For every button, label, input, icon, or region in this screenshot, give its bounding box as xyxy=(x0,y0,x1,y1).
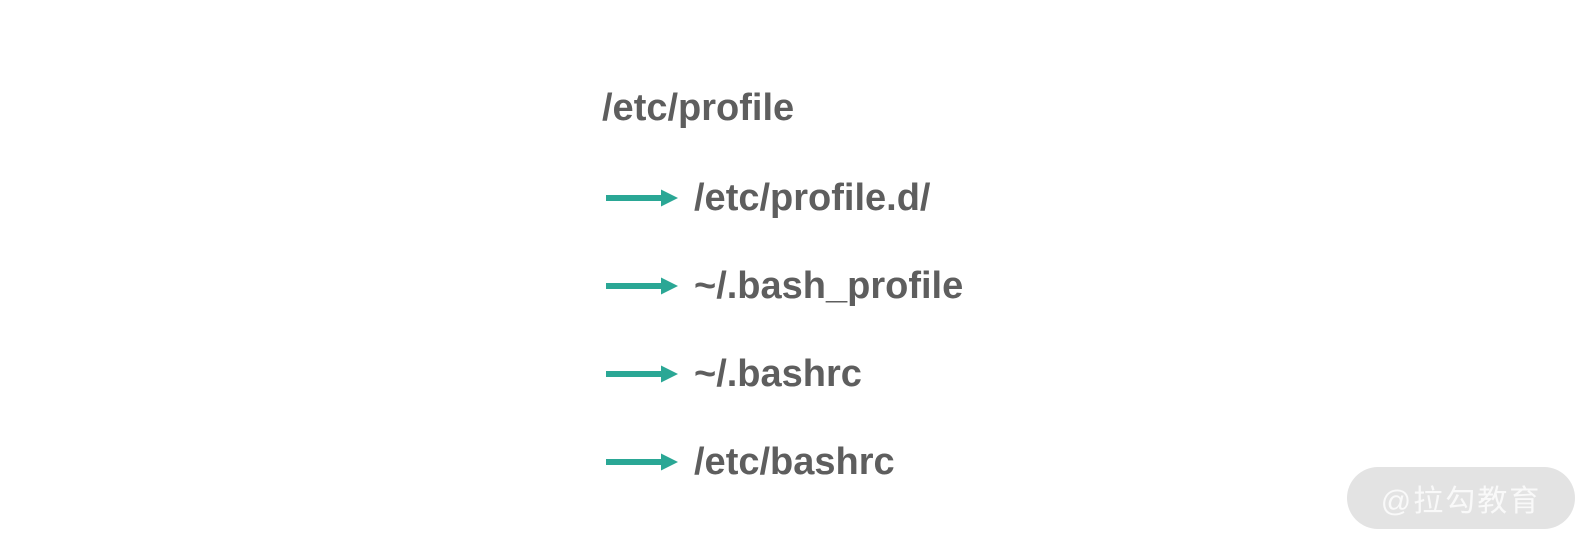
config-file-label: ~/.bash_profile xyxy=(694,265,964,307)
flow-row: /etc/profile.d/ xyxy=(606,174,930,222)
flow-row: /etc/bashrc xyxy=(606,438,895,486)
right-arrow-icon xyxy=(606,365,678,383)
flow-row: ~/.bash_profile xyxy=(606,262,963,310)
right-arrow-icon xyxy=(606,277,678,295)
flow-row: ~/.bashrc xyxy=(606,350,862,398)
right-arrow-icon xyxy=(606,189,678,207)
config-file-label: ~/.bashrc xyxy=(694,353,862,395)
right-arrow-icon xyxy=(606,453,678,471)
source-file-label: /etc/profile xyxy=(602,87,795,129)
config-file-label: /etc/bashrc xyxy=(694,441,895,483)
config-file-label: /etc/profile.d/ xyxy=(694,177,931,219)
watermark-label: @拉勾教育 xyxy=(1380,485,1542,518)
watermark-badge: @拉勾教育 xyxy=(1347,467,1575,529)
